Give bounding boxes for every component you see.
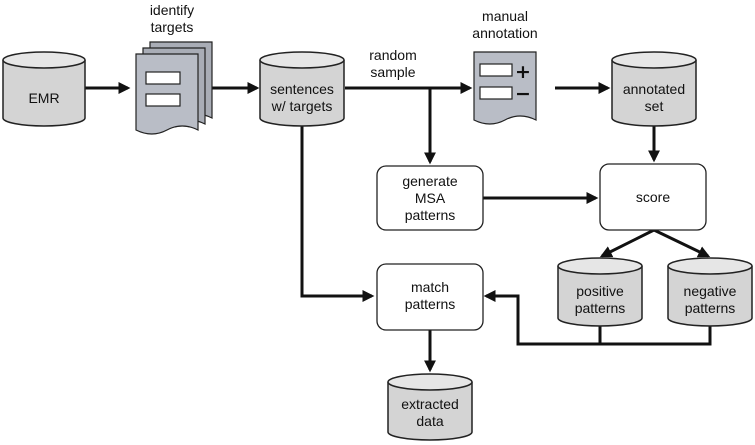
extracted-label-line2: data [416,413,443,429]
sentences-label-line1: sentences [270,81,334,97]
extracted-data-database: extracted data [387,373,473,441]
negative-label-line1: negative [684,283,737,299]
emr-label: EMR [28,90,59,106]
match-label-line1: match [411,279,449,295]
target-field-2 [145,93,181,107]
edge-score-to-positive [599,228,655,258]
random-sample-label-line2: sample [370,64,415,80]
sentences-label-line2: w/ targets [271,98,333,114]
score-box: score [599,163,707,231]
annotated-label-line1: annotated [623,81,685,97]
manual-label-line1: manual [482,8,528,24]
match-label-line2: patterns [405,296,456,312]
extracted-label-line1: extracted [401,396,459,412]
negative-patterns-database: negative patterns [667,257,753,327]
manual-annotation-document: manual annotation + − [472,8,538,125]
annotated-set-database: annotated set [611,51,697,127]
manual-label-line2: annotation [472,25,537,41]
generate-label-line1: generate [402,173,457,189]
target-field-1 [145,71,181,85]
positive-label-line1: positive [576,283,624,299]
emr-database: EMR [2,51,86,127]
match-patterns-box: match patterns [376,263,484,331]
minus-icon: − [515,83,531,105]
generate-msa-patterns-box: generate MSA patterns [376,165,484,231]
edge-sentences-to-match [300,124,375,302]
annotated-label-line2: set [645,98,664,114]
edge-score-to-negative [653,228,711,258]
positive-label-line2: patterns [575,300,626,316]
edge-patterns-to-match [483,290,602,346]
annotation-field-1 [479,63,513,77]
generate-label-line2: MSA [415,190,446,206]
score-label: score [636,189,670,205]
annotation-field-2 [479,86,513,100]
positive-patterns-database: positive patterns [557,257,643,327]
identify-label-line2: targets [151,19,194,35]
plus-icon: + [515,61,531,83]
identify-label-line1: identify [150,2,194,18]
identify-targets-documents: identify targets [135,2,213,135]
random-sample-label-line1: random [369,47,416,63]
sentences-database: sentences w/ targets [259,51,345,127]
generate-label-line3: patterns [405,207,456,223]
negative-label-line2: patterns [685,300,736,316]
